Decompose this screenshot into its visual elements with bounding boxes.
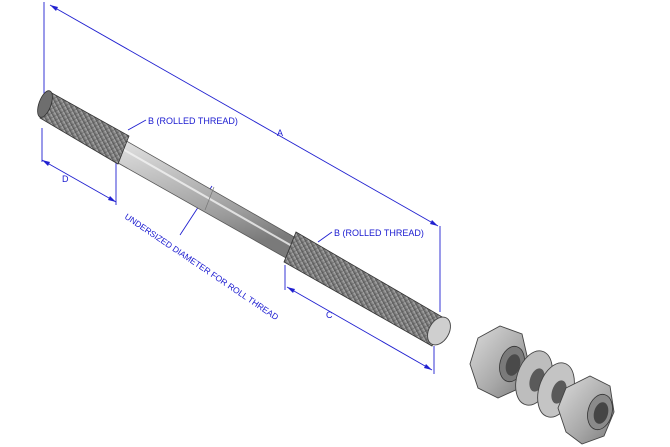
dimension-c xyxy=(284,265,435,374)
dimension-a xyxy=(43,2,441,312)
leader-b-bottom xyxy=(317,231,333,243)
label-a: A xyxy=(277,128,283,138)
label-b-top: B (ROLLED THREAD) xyxy=(148,116,238,126)
label-c: C xyxy=(326,310,333,320)
label-d: D xyxy=(62,174,69,184)
label-b-bottom: B (ROLLED THREAD) xyxy=(334,228,424,238)
leader-b-top xyxy=(127,119,147,131)
hex-nut-right xyxy=(557,375,615,445)
hex-nut-left xyxy=(469,325,529,399)
threaded-rod xyxy=(37,90,451,347)
dimension-d xyxy=(41,128,117,205)
